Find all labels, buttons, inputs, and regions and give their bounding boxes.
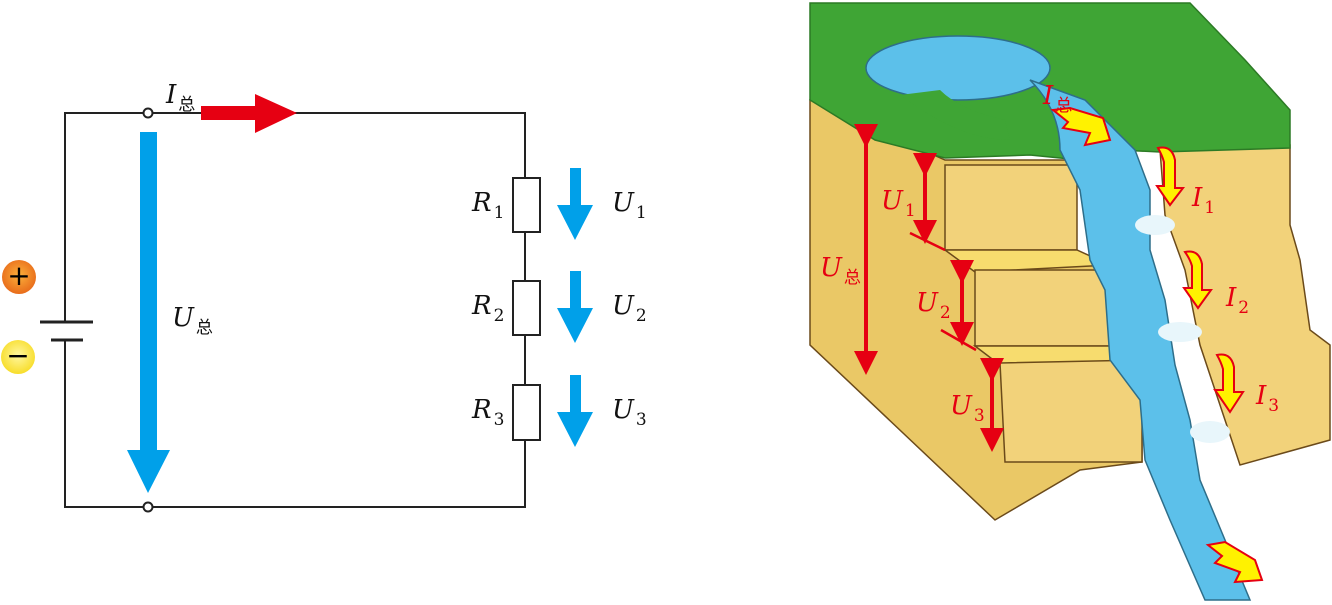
voltage-arrow-u3-icon [557,375,593,447]
symbol: R [472,395,492,425]
subscript: 3 [1268,396,1280,416]
splash-1 [1135,215,1175,235]
symbol: I [1192,183,1203,213]
splash-3 [1190,421,1230,443]
symbol: I [1043,81,1054,111]
resistor-r3 [512,384,541,441]
terminal-bottom [142,501,154,513]
level-mark-2 [940,328,977,352]
waterfall-flow-arrows [1050,106,1264,584]
wire-bottom [64,340,144,508]
wire-bottom-right [152,440,526,508]
plus-terminal-icon: + [2,260,36,294]
subscript: 1 [635,203,647,223]
subscript: 总 [195,318,213,338]
symbol: U [820,253,842,283]
voltage-arrow-u2-icon [557,271,593,343]
resistor-r1 [512,177,541,233]
cliff-block-2 [974,269,1111,347]
level-mark-1 [909,231,946,252]
symbol: U [916,288,938,318]
symbol: U [612,395,634,425]
symbol: R [472,291,492,321]
subscript: 2 [1238,298,1250,318]
current-arrow-icon [201,94,297,133]
flow-out-arrow-icon [1205,540,1264,584]
subscript: 2 [635,306,647,326]
flow-i3-arrow-icon [1213,353,1245,414]
pond-shore-inlet [900,90,1010,140]
symbol: U [950,391,972,421]
total-voltage-arrow-icon [127,132,170,493]
symbol: I [166,80,177,110]
waterfall-illustration [809,2,1331,601]
voltage-arrow-u1-icon [557,168,593,240]
flow-i1-arrow-icon [1155,146,1186,207]
resistor-r2 [512,280,541,336]
subscript: 1 [493,203,505,223]
splash-2 [1158,322,1202,342]
symbol: U [612,291,634,321]
waterfall-voltage-arrows [854,124,1004,452]
subscript: 3 [973,406,985,426]
terminal-top [142,107,154,119]
subscript: 总 [178,95,196,115]
subscript: 1 [904,201,916,221]
subscript: 总 [1055,96,1073,116]
flow-total-in-arrow-icon [1050,106,1112,147]
symbol: U [881,186,903,216]
circuit-diagram [40,107,541,513]
waterfall-stream [1029,79,1252,601]
symbol: U [612,188,634,218]
symbol: R [472,188,492,218]
flow-i2-arrow-icon [1182,250,1213,310]
subscript: 2 [939,303,951,323]
subscript: 3 [493,410,505,430]
subscript: 2 [493,306,505,326]
subscript: 总 [843,268,861,288]
symbol: I [1226,283,1237,313]
cliff-block-1 [944,164,1078,251]
wire-top [64,112,148,322]
symbol: U [172,303,194,333]
subscript: 1 [1204,198,1216,218]
minus-terminal-icon: − [1,340,35,374]
wire-top-right [152,112,526,178]
symbol: I [1256,381,1267,411]
pond [865,35,1051,101]
cliff-right-blocks [1159,144,1331,466]
subscript: 3 [635,410,647,430]
